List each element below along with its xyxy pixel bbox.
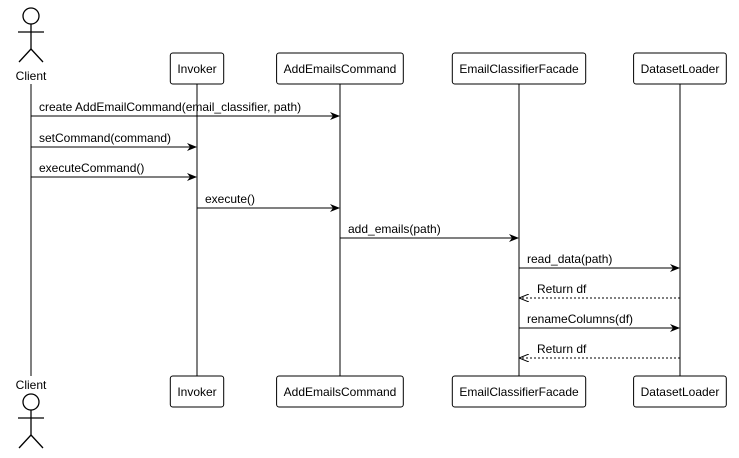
sync-message: create AddEmailCommand(email_classifier,… [31,100,340,120]
participant-label: Invoker [177,385,216,399]
actor-figure-bottom [18,393,44,449]
participant-label: DatasetLoader [641,62,720,76]
return-message: Return df [520,282,680,298]
sync-message: renameColumns(df) [519,312,680,332]
message-label: executeCommand() [39,161,144,175]
participant-label: EmailClassifierFacade [459,62,579,76]
message-label: create AddEmailCommand(email_classifier,… [39,100,301,114]
sync-message: setCommand(command) [31,131,197,151]
participant-label-top: Client [16,69,47,83]
participant-box-loader-top: DatasetLoader [633,52,727,85]
sync-message: executeCommand() [31,161,197,181]
message-label: read_data(path) [527,252,612,266]
return-message: Return df [520,342,680,358]
participant-box-facade-bottom: EmailClassifierFacade [451,375,587,408]
sync-message: read_data(path) [519,252,680,272]
participant-box-invoker-top: Invoker [169,52,225,85]
participant-label: DatasetLoader [641,385,720,399]
sync-message: add_emails(path) [340,222,519,242]
participant-label: Invoker [177,62,216,76]
actor-figure-top [18,7,44,63]
participant-label: AddEmailsCommand [284,385,397,399]
message-label: execute() [205,192,255,206]
message-label: setCommand(command) [39,131,171,145]
message-label: renameColumns(df) [527,312,633,326]
participant-label: EmailClassifierFacade [459,385,579,399]
participant-box-loader-bottom: DatasetLoader [633,375,727,408]
participant-label-bottom: Client [16,378,47,392]
participant-label: AddEmailsCommand [284,62,397,76]
participant-box-facade-top: EmailClassifierFacade [451,52,587,85]
participant-box-addemails-top: AddEmailsCommand [276,52,404,85]
participant-box-addemails-bottom: AddEmailsCommand [276,375,404,408]
message-label: Return df [537,342,587,356]
participant-box-invoker-bottom: Invoker [169,375,225,408]
message-label: Return df [537,282,587,296]
message-label: add_emails(path) [348,222,441,236]
sync-message: execute() [197,192,340,212]
